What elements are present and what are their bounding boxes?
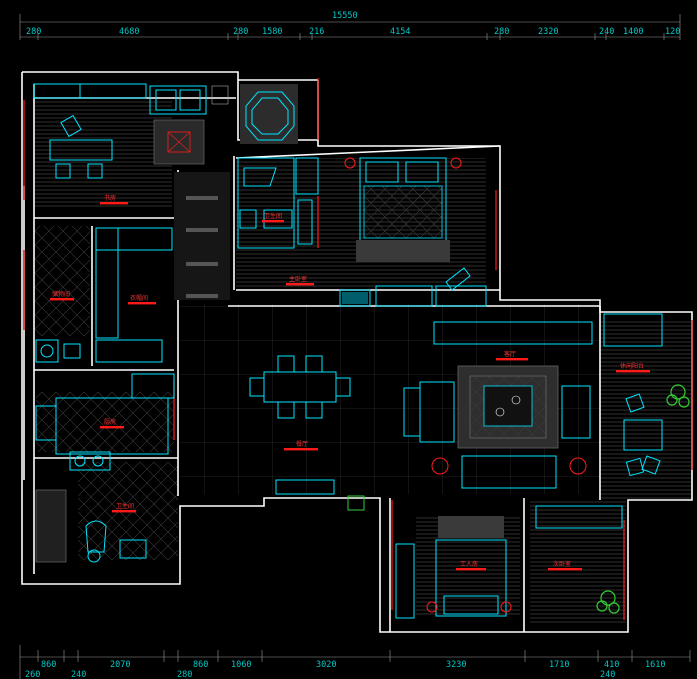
guest-bath-furniture: [35, 489, 147, 563]
plant-icon-2: [596, 590, 620, 614]
room-label-master-bedroom: 主卧室: [289, 275, 307, 283]
dim-top-9: 240: [599, 27, 614, 37]
room-label-kitchen: 厨房: [104, 418, 116, 426]
storage-furniture: [35, 227, 173, 363]
study-furniture: [33, 83, 229, 179]
room-label-storage: 储物间: [52, 290, 70, 298]
room-label-guest-bath: 卫生间: [116, 502, 134, 510]
bottom-dimensions: 260 860 240 2070 280 860 1060 3020 3230 …: [19, 645, 691, 679]
dim-bottom-1: 260: [25, 670, 40, 679]
dim-bottom-7: 1060: [231, 660, 251, 670]
living-furniture: [403, 321, 593, 489]
floor-finishes: [34, 100, 692, 624]
round-table: [240, 84, 298, 144]
room-label-worker-room: 工人房: [460, 560, 478, 568]
windows: [23, 78, 693, 620]
dim-bottom-12: 1610: [645, 660, 665, 670]
dim-bottom-4: 2070: [110, 660, 130, 670]
dim-bottom-8: 3020: [316, 660, 336, 670]
dim-bottom-2: 860: [41, 660, 56, 670]
dim-bottom-11: 410: [604, 660, 619, 670]
plant-icon: [666, 384, 690, 408]
dining-table: [249, 355, 351, 495]
dim-top-10: 1400: [623, 27, 643, 37]
dim-bottom-6: 860: [193, 660, 208, 670]
room-label-ensuite: 卫生间: [264, 212, 282, 220]
room-label-study: 书房: [104, 194, 116, 202]
room-label-closet: 衣帽间: [130, 294, 148, 302]
dim-top-7: 280: [494, 27, 509, 37]
room-label-leisure-balcony: 休闲阳台: [620, 362, 644, 370]
dim-bottom-13: 240: [600, 670, 615, 679]
ensuite-furniture: [237, 157, 319, 249]
dim-overall: 15550: [332, 11, 358, 21]
dim-top-3: 280: [233, 27, 248, 37]
dim-bottom-5: 280: [177, 670, 192, 679]
bottom-rooms-furniture: [347, 495, 623, 619]
dim-bottom-3: 240: [71, 670, 86, 679]
dim-top-6: 4154: [390, 27, 410, 37]
room-label-living: 客厅: [504, 350, 516, 358]
room-label-second-bedroom: 次卧室: [553, 560, 571, 568]
dim-top-5: 216: [309, 27, 324, 37]
kitchen-furniture: [35, 373, 175, 471]
room-label-dining: 餐厅: [296, 440, 308, 448]
dim-bottom-10: 1710: [549, 660, 569, 670]
dim-top-1: 280: [26, 27, 41, 37]
dim-top-8: 2320: [538, 27, 558, 37]
master-bedroom-furniture: [339, 157, 487, 307]
top-dimensions: 15550 280 4680 280 1580 216 4154 280 232…: [19, 11, 680, 40]
corridor-strip: [174, 172, 230, 300]
dim-top-2: 4680: [119, 27, 139, 37]
dim-top-11: 120: [665, 27, 680, 37]
room-labels: 书房 卫生间 主卧室 衣帽间 储物间 客厅 餐厅 厨房 卫生间 工人房 次卧室 …: [50, 194, 650, 571]
dim-bottom-9: 3230: [446, 660, 466, 670]
dim-top-4: 1580: [262, 27, 282, 37]
leisure-balcony-furniture: [603, 313, 690, 477]
